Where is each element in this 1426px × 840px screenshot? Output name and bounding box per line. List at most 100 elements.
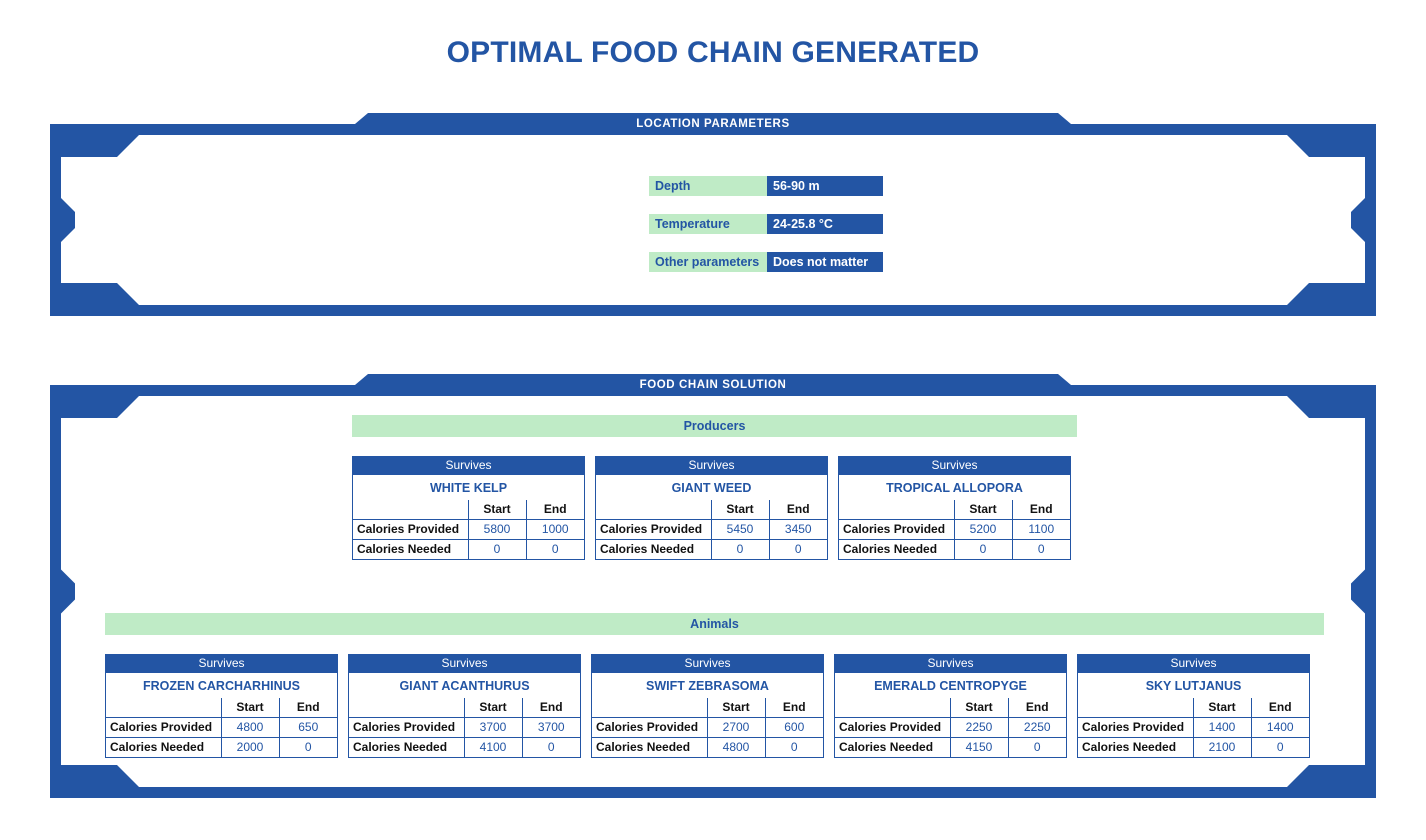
calories-needed-start: 2000 <box>220 737 279 757</box>
calories-needed-end: 0 <box>525 539 584 559</box>
organism-name: SKY LUTJANUS <box>1145 679 1242 693</box>
organism-name: GIANT WEED <box>671 481 752 495</box>
calories-provided-start: 5450 <box>710 519 769 540</box>
calories-needed-start: 0 <box>710 539 769 559</box>
status-badge: Survives <box>353 456 584 475</box>
status-badge: Survives <box>835 654 1066 673</box>
column-header-start: Start <box>706 698 765 718</box>
status-badge: Survives <box>1078 654 1309 673</box>
column-header-end: End <box>278 698 337 718</box>
column-header-start: Start <box>1192 698 1251 718</box>
row-header-calories-needed: Calories Needed <box>596 539 711 559</box>
calories-needed-start: 4150 <box>949 737 1008 757</box>
row-header-calories-needed: Calories Needed <box>839 539 954 559</box>
calories-needed-end: 0 <box>1011 539 1070 559</box>
row-header-calories-needed: Calories Needed <box>353 539 468 559</box>
row-header-calories-needed: Calories Needed <box>349 737 464 757</box>
calories-needed-end: 0 <box>768 539 827 559</box>
status-badge: Survives <box>349 654 580 673</box>
calories-provided-start: 3700 <box>463 717 522 738</box>
parameter-value: Does not matter <box>767 252 883 272</box>
organism-name: SWIFT ZEBRASOMA <box>646 679 769 693</box>
status-badge: Survives <box>592 654 823 673</box>
column-header-start: Start <box>953 500 1012 520</box>
calories-provided-start: 2700 <box>706 717 765 738</box>
calories-provided-end: 1400 <box>1250 717 1309 738</box>
row-header-calories-needed: Calories Needed <box>592 737 707 757</box>
row-header-calories-provided: Calories Provided <box>592 717 707 738</box>
calories-provided-end: 2250 <box>1007 717 1066 738</box>
calories-needed-end: 0 <box>1250 737 1309 757</box>
calories-needed-end: 0 <box>1007 737 1066 757</box>
parameter-value: 24-25.8 °C <box>767 214 883 234</box>
row-header-calories-provided: Calories Provided <box>353 519 468 540</box>
table-corner-cell <box>592 698 707 718</box>
calories-needed-start: 4800 <box>706 737 765 757</box>
calories-needed-end: 0 <box>278 737 337 757</box>
row-header-calories-provided: Calories Provided <box>349 717 464 738</box>
parameter-label: Other parameters <box>649 252 767 272</box>
page-title: OPTIMAL FOOD CHAIN GENERATED <box>446 36 980 69</box>
row-header-calories-needed: Calories Needed <box>835 737 950 757</box>
column-header-start: Start <box>949 698 1008 718</box>
calories-provided-end: 600 <box>764 717 823 738</box>
row-header-calories-provided: Calories Provided <box>106 717 221 738</box>
status-badge: Survives <box>106 654 337 673</box>
calories-provided-end: 3450 <box>768 519 827 540</box>
section-band-producers: Producers <box>352 415 1077 437</box>
column-header-end: End <box>525 500 584 520</box>
calories-needed-start: 4100 <box>463 737 522 757</box>
row-header-calories-provided: Calories Provided <box>1078 717 1193 738</box>
column-header-end: End <box>1007 698 1066 718</box>
row-header-calories-provided: Calories Provided <box>839 519 954 540</box>
column-header-end: End <box>521 698 580 718</box>
table-corner-cell <box>839 500 954 520</box>
organism-name: FROZEN CARCHARHINUS <box>143 679 300 693</box>
calories-provided-start: 5200 <box>953 519 1012 540</box>
column-header-end: End <box>768 500 827 520</box>
row-header-calories-provided: Calories Provided <box>596 519 711 540</box>
organism-name: TROPICAL ALLOPORA <box>886 481 1023 495</box>
row-header-calories-provided: Calories Provided <box>835 717 950 738</box>
table-corner-cell <box>596 500 711 520</box>
calories-needed-start: 0 <box>467 539 526 559</box>
table-corner-cell <box>349 698 464 718</box>
